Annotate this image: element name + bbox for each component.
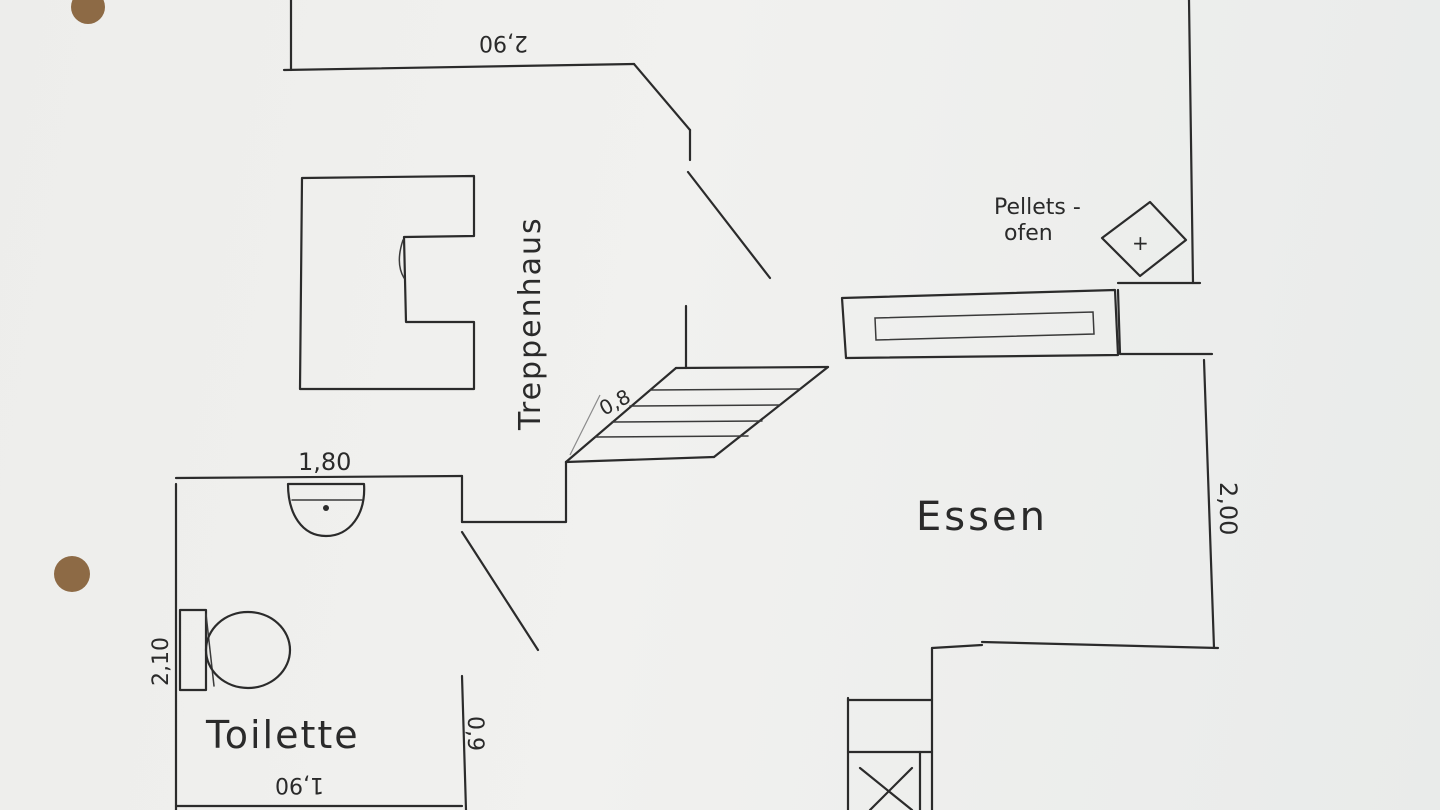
- sink-fixture: [286, 482, 366, 538]
- fireplace-block: [840, 288, 1214, 360]
- room-label-dining: Essen: [916, 494, 1048, 540]
- dimension-toilet-bottom: 1,90: [275, 772, 324, 797]
- stove-x-mark: +: [1132, 231, 1149, 255]
- stairwell-block: [298, 174, 476, 391]
- dimension-stair-width: 0,8: [595, 384, 634, 420]
- middle-walls: [460, 358, 1220, 810]
- room-label-stairwell: Treppenhaus: [513, 216, 548, 431]
- punch-hole-middle: [54, 556, 90, 592]
- stove-label-line1: Pellets -: [994, 195, 1081, 220]
- cabinet-bottom: [846, 696, 934, 810]
- dimension-top-wall: 2,90: [479, 30, 528, 55]
- upper-walls: [282, 0, 1202, 285]
- toilet-room: [174, 474, 468, 810]
- dimension-toilet-left: 2,10: [149, 637, 174, 686]
- stove-label-line2: ofen: [1004, 221, 1053, 246]
- dimension-toilet-top: 1,80: [298, 448, 351, 476]
- room-label-toilet: Toilette: [205, 713, 360, 757]
- pellets-stove-symbol: [1100, 200, 1188, 278]
- dimension-toilet-right: 0,9: [462, 716, 487, 751]
- toilet-fixture: [178, 608, 292, 692]
- staircase: [564, 304, 830, 464]
- dimension-dining-right: 2,00: [1214, 482, 1242, 535]
- punch-hole-top: [71, 0, 105, 24]
